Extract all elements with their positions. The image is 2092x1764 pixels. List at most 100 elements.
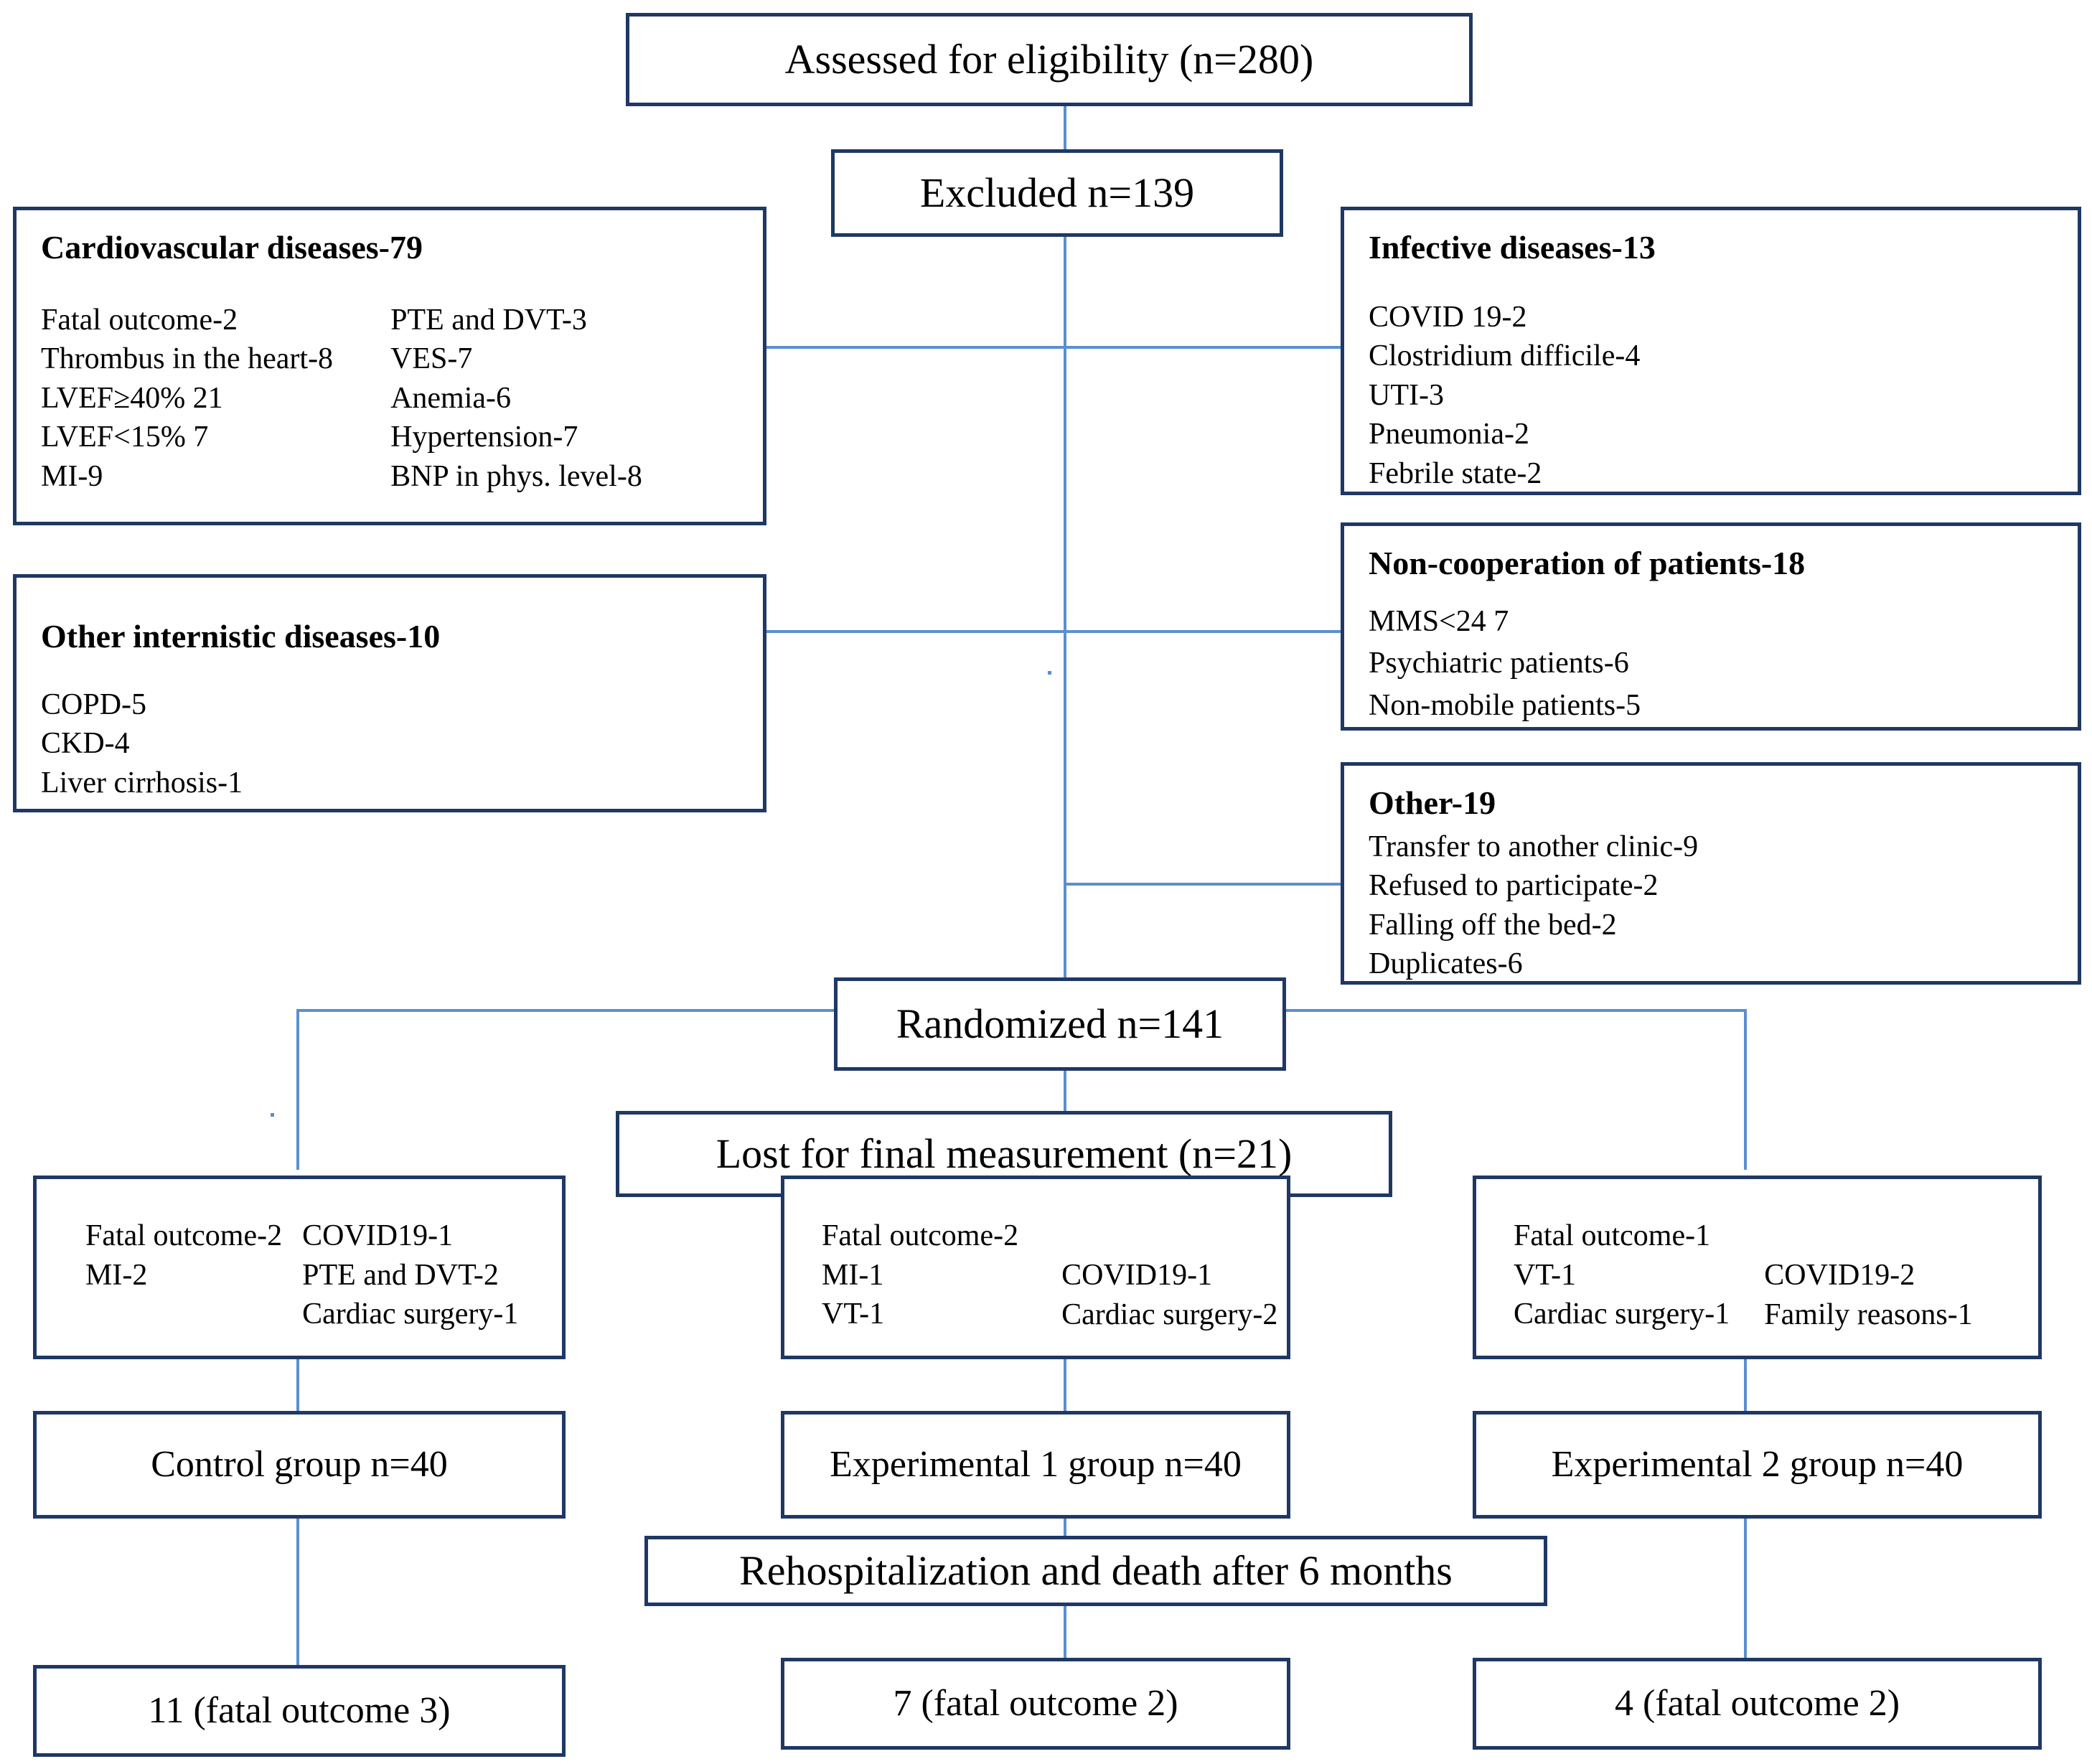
- node-control-losses[interactable]: Fatal outcome-2 MI-2 COVID19-1 PTE and D…: [33, 1176, 566, 1359]
- list-item: VT-1: [1514, 1258, 1577, 1292]
- connector-assessed-to-excluded: [1064, 106, 1066, 165]
- connector-randomized-right: [1285, 1009, 1747, 1012]
- connector-control-loss-to-group: [296, 1359, 299, 1420]
- control-losses-column-1: Fatal outcome-2 MI-2: [85, 1216, 282, 1334]
- list-item: LVEF≥40% 21: [41, 381, 223, 415]
- connector-to-internistic: [764, 630, 1065, 633]
- experimental2-group-label: Experimental 2 group n=40: [1551, 1444, 1964, 1486]
- list-item: Febrile state-2: [1369, 456, 1542, 490]
- cardiovascular-column-1: Fatal outcome-2 Thrombus in the heart-8 …: [41, 301, 333, 497]
- noncooperation-heading: Non-cooperation of patients-18: [1369, 545, 1806, 581]
- excluded-label: Excluded n=139: [919, 169, 1195, 217]
- list-item: Psychiatric patients-6: [1369, 647, 1629, 680]
- list-item: Family reasons-1: [1764, 1298, 1973, 1331]
- connector-randomized-left: [296, 1009, 841, 1012]
- list-item: MI-2: [85, 1258, 148, 1292]
- list-item: COVID19-1: [1061, 1259, 1213, 1292]
- list-item: Falling off the bed-2: [1369, 908, 1617, 942]
- node-experimental1-group[interactable]: Experimental 1 group n=40: [781, 1411, 1290, 1519]
- list-item: CKD-4: [41, 727, 130, 761]
- node-other-exclusions[interactable]: Other-19 Transfer to another clinic-9 Re…: [1341, 762, 2081, 985]
- experimental2-losses-column-2: COVID19-2 Family reasons-1: [1764, 1216, 1972, 1334]
- node-infective-diseases[interactable]: Infective diseases-13 COVID 19-2 Clostri…: [1341, 207, 2081, 495]
- experimental1-group-label: Experimental 1 group n=40: [830, 1444, 1242, 1486]
- node-assessed-for-eligibility[interactable]: Assessed for eligibility (n=280): [626, 13, 1473, 106]
- list-item: Duplicates-6: [1369, 947, 1523, 981]
- experimental1-losses-column-2: COVID19-1 Cardiac surgery-2: [1061, 1216, 1277, 1334]
- control-group-label: Control group n=40: [151, 1444, 448, 1486]
- connector-to-infective: [1064, 346, 1351, 349]
- infective-heading: Infective diseases-13: [1369, 229, 1656, 266]
- list-item: Cardiac surgery-2: [1061, 1298, 1278, 1331]
- connector-control-group-to-outcome: [296, 1519, 299, 1668]
- node-other-internistic-diseases[interactable]: Other internistic diseases-10 COPD-5 CKD…: [13, 574, 766, 812]
- list-item: COVID19-2: [1764, 1259, 1915, 1292]
- list-item: Clostridium difficile-4: [1369, 339, 1641, 373]
- node-non-cooperation[interactable]: Non-cooperation of patients-18 MMS<24 7 …: [1341, 522, 2081, 731]
- infective-list: COVID 19-2 Clostridium difficile-4 UTI-3…: [1369, 298, 1640, 494]
- node-experimental1-losses[interactable]: Fatal outcome-2 MI-1 VT-1 COVID19-1 Card…: [781, 1176, 1290, 1359]
- cardiovascular-column-2: PTE and DVT-3 VES-7 Anemia-6 Hypertensio…: [390, 301, 642, 497]
- list-item: Non-mobile patients-5: [1369, 689, 1641, 723]
- noncooperation-list: MMS<24 7 Psychiatric patients-6 Non-mobi…: [1369, 601, 1641, 727]
- list-item: PTE and DVT-3: [390, 303, 587, 337]
- randomized-label: Randomized n=141: [896, 1000, 1224, 1048]
- list-item: Fatal outcome-2: [41, 303, 238, 337]
- assessed-label: Assessed for eligibility (n=280): [784, 36, 1314, 83]
- connector-to-cardiovascular: [764, 346, 1065, 349]
- node-cardiovascular-diseases[interactable]: Cardiovascular diseases-79 Fatal outcome…: [13, 207, 766, 525]
- connector-exp2-loss-to-group: [1744, 1359, 1747, 1420]
- list-item: Fatal outcome-2: [822, 1219, 1019, 1252]
- list-item: PTE and DVT-2: [302, 1258, 499, 1292]
- list-item: Cardiac surgery-1: [1514, 1298, 1730, 1331]
- node-rehospitalization[interactable]: Rehospitalization and death after 6 mont…: [644, 1536, 1547, 1606]
- list-item: UTI-3: [1369, 378, 1444, 412]
- list-item: VT-1: [822, 1298, 885, 1331]
- lost-label: Lost for final measurement (n=21): [716, 1130, 1293, 1178]
- connector-exp2-group-to-outcome: [1744, 1519, 1747, 1668]
- node-excluded[interactable]: Excluded n=139: [831, 149, 1283, 237]
- list-item: Liver cirrhosis-1: [41, 766, 243, 799]
- list-item: Transfer to another clinic-9: [1369, 830, 1699, 863]
- node-experimental2-outcome[interactable]: 4 (fatal outcome 2): [1473, 1658, 2042, 1750]
- list-item: [1061, 1216, 1277, 1256]
- stray-mark-left: [271, 1113, 274, 1117]
- connector-randomized-to-lost: [1064, 1071, 1066, 1114]
- node-control-group[interactable]: Control group n=40: [33, 1411, 566, 1519]
- node-control-outcome[interactable]: 11 (fatal outcome 3): [33, 1665, 566, 1757]
- list-item: LVEF<15% 7: [41, 421, 209, 454]
- control-losses-column-2: COVID19-1 PTE and DVT-2 Cardiac surgery-…: [302, 1216, 518, 1334]
- list-item: Pneumonia-2: [1369, 418, 1529, 451]
- node-experimental2-losses[interactable]: Fatal outcome-1 VT-1 Cardiac surgery-1 C…: [1473, 1176, 2042, 1359]
- list-item: COVID 19-2: [1369, 300, 1527, 334]
- list-item: MI-1: [822, 1258, 884, 1292]
- connector-exp1-group-to-rehosp: [1064, 1519, 1066, 1539]
- internistic-heading: Other internistic diseases-10: [41, 618, 441, 655]
- node-experimental2-group[interactable]: Experimental 2 group n=40: [1473, 1411, 2042, 1519]
- rehospitalization-label: Rehospitalization and death after 6 mont…: [739, 1547, 1453, 1595]
- list-item: Thrombus in the heart-8: [41, 342, 334, 376]
- list-item: MI-9: [41, 459, 103, 493]
- list-item: COPD-5: [41, 688, 147, 721]
- list-item: BNP in phys. level-8: [390, 459, 642, 493]
- node-randomized[interactable]: Randomized n=141: [834, 977, 1286, 1071]
- connector-right-arm-drop: [1744, 1009, 1747, 1170]
- list-item: Fatal outcome-2: [85, 1219, 283, 1252]
- experimental2-losses-column-1: Fatal outcome-1 VT-1 Cardiac surgery-1: [1514, 1216, 1730, 1334]
- experimental1-losses-column-1: Fatal outcome-2 MI-1 VT-1: [822, 1216, 1018, 1334]
- cardiovascular-heading: Cardiovascular diseases-79: [41, 229, 423, 266]
- connector-exp1-loss-to-group: [1064, 1359, 1066, 1420]
- connector-left-arm-drop: [296, 1009, 299, 1170]
- list-item: VES-7: [390, 342, 473, 376]
- experimental1-outcome-label: 7 (fatal outcome 2): [893, 1683, 1178, 1725]
- other-heading: Other-19: [1369, 784, 1496, 821]
- stray-mark-middle: [1048, 671, 1051, 675]
- node-experimental1-outcome[interactable]: 7 (fatal outcome 2): [781, 1658, 1290, 1750]
- other-list: Transfer to another clinic-9 Refused to …: [1369, 827, 1698, 984]
- list-item: Refused to participate-2: [1369, 869, 1659, 903]
- list-item: Anemia-6: [390, 381, 512, 415]
- list-item: MMS<24 7: [1369, 604, 1509, 638]
- internistic-list: COPD-5 CKD-4 Liver cirrhosis-1: [41, 685, 243, 803]
- connector-rehosp-to-exp1-outcome: [1064, 1603, 1066, 1668]
